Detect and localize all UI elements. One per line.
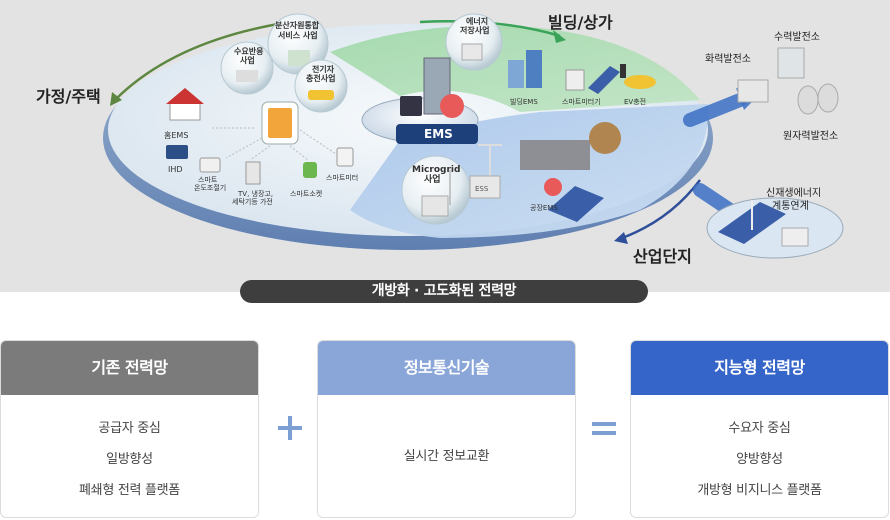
building-ems: 빌딩EMS	[508, 50, 542, 106]
card-legacy-grid: 기존 전력망 공급자 중심 일방향성 폐쇄형 전력 플랫폼	[0, 340, 259, 518]
smartphone-hub	[212, 101, 337, 161]
bubble-demand-label-1: 수요반응	[234, 46, 264, 56]
plus-icon	[278, 416, 302, 440]
card-legacy-title: 기존 전력망	[1, 341, 258, 395]
ems-center: EMS	[361, 57, 479, 144]
card-ict: 정보통신기술 실시간 정보교환	[317, 340, 576, 518]
smart-grid-diagram: 가정/주택 빌딩/상가 산업단지 홈EMS IHD 스마트 온도조절기 TV, …	[36, 13, 844, 266]
bubble-ev-charging: 전기자 충전사업	[294, 59, 348, 113]
bubble-distributed-label-2: 서비스 사업	[278, 30, 318, 40]
thermostat-label-2: 온도조절기	[194, 183, 226, 192]
card-smart-grid: 지능형 전력망 수요자 중심 양방향성 개방형 비지니스 플랫폼	[630, 340, 889, 518]
bubble-demand-label-2: 사업	[240, 55, 255, 65]
card-smart-title: 지능형 전력망	[631, 341, 888, 395]
building-smart-meter: 스마트미터기	[562, 66, 620, 106]
card-ict-item: 실시간 정보교환	[403, 449, 490, 464]
ems-label: EMS	[424, 127, 453, 141]
appliances-label-1: TV, 냉장고,	[237, 189, 273, 198]
bubble-microgrid: Microgrid 사업	[401, 155, 471, 225]
building-smart-meter-label: 스마트미터기	[562, 97, 601, 106]
building-ev-charge: EV충전	[620, 64, 656, 106]
zone-label-home: 가정/주택	[36, 87, 101, 106]
bubble-distributed-label-1: 분산자원통합	[275, 20, 320, 30]
appliances-label-2: 세탁기등 가전	[232, 197, 273, 206]
power-plant-arrow	[683, 93, 747, 127]
hydro-plant: 수력발전소	[774, 31, 820, 79]
card-legacy-item: 폐쇄형 전력 플랫폼	[79, 483, 180, 498]
equals-icon	[592, 422, 616, 435]
bubble-ess-label-1: 에너지	[466, 16, 488, 26]
ihd-device: IHD	[166, 145, 188, 174]
card-ict-title: 정보통신기술	[318, 341, 575, 395]
renewable-link: 신재생에너지 계통연계	[706, 187, 844, 259]
thermal-plant-label: 화력발전소	[705, 53, 751, 65]
bubble-ev-label-2: 충전사업	[306, 73, 335, 83]
bubble-distributed: 분산자원통합 서비스 사업	[267, 13, 329, 75]
card-legacy-item: 일방향성	[106, 452, 153, 467]
ess-label: ESS	[475, 185, 489, 193]
renewable-label-2: 계통연계	[772, 200, 809, 212]
factory-ems-label: 공장EMS	[530, 203, 558, 212]
card-legacy-item: 공급자 중심	[98, 421, 161, 436]
zone-label-building: 빌딩/상가	[548, 13, 613, 32]
bubble-energy-storage: 에너지 저장사업	[445, 13, 503, 71]
factory-ems: ESS 공장EMS	[469, 122, 621, 222]
renewable-arrow	[693, 183, 737, 217]
bubble-ev-label-1: 전기자	[312, 64, 335, 74]
bubble-ess-label-2: 저장사업	[460, 25, 489, 35]
smart-grid-illustration: 가정/주택 빌딩/상가 산업단지 홈EMS IHD 스마트 온도조절기 TV, …	[0, 0, 890, 292]
smart-socket-device: 스마트소켓	[290, 162, 323, 198]
ihd-label: IHD	[168, 165, 183, 174]
building-ems-label: 빌딩EMS	[510, 97, 538, 106]
open-grid-banner: 개방화 · 고도화된 전력망	[240, 280, 648, 303]
home-arrow	[114, 20, 291, 101]
thermostat-label-1: 스마트	[198, 175, 218, 184]
renewable-label-1: 신재생에너지	[766, 187, 821, 199]
thermostat-device: 스마트 온도조절기	[194, 157, 226, 192]
smart-meter-label: 스마트미터	[326, 173, 358, 182]
building-arrowhead	[553, 30, 566, 43]
appliances-device: TV, 냉장고, 세탁기등 가전	[232, 161, 273, 206]
nuclear-plant: 원자력발전소	[783, 83, 839, 142]
bubble-microgrid-label-2: 사업	[424, 173, 441, 185]
nuclear-plant-label: 원자력발전소	[783, 130, 838, 142]
bubble-microgrid-label-1: Microgrid	[412, 165, 460, 175]
bubble-demand-response: 수요반응 사업	[220, 41, 274, 95]
thermal-plant: 화력발전소	[705, 53, 769, 103]
smart-socket-label: 스마트소켓	[290, 189, 323, 198]
home-arrowhead	[110, 92, 122, 106]
zone-label-industrial: 산업단지	[633, 247, 692, 266]
card-smart-item: 수요자 중심	[728, 421, 791, 436]
industrial-arrowhead	[614, 232, 628, 244]
hydro-plant-label: 수력발전소	[774, 31, 820, 43]
smart-meter-device: 스마트미터	[326, 147, 358, 182]
building-ev-label: EV충전	[624, 97, 646, 106]
card-smart-item: 양방향성	[736, 452, 783, 467]
home-ems-label: 홈EMS	[164, 130, 188, 140]
card-smart-item: 개방형 비지니스 플랫폼	[697, 483, 822, 498]
home-ems: 홈EMS	[164, 88, 204, 140]
